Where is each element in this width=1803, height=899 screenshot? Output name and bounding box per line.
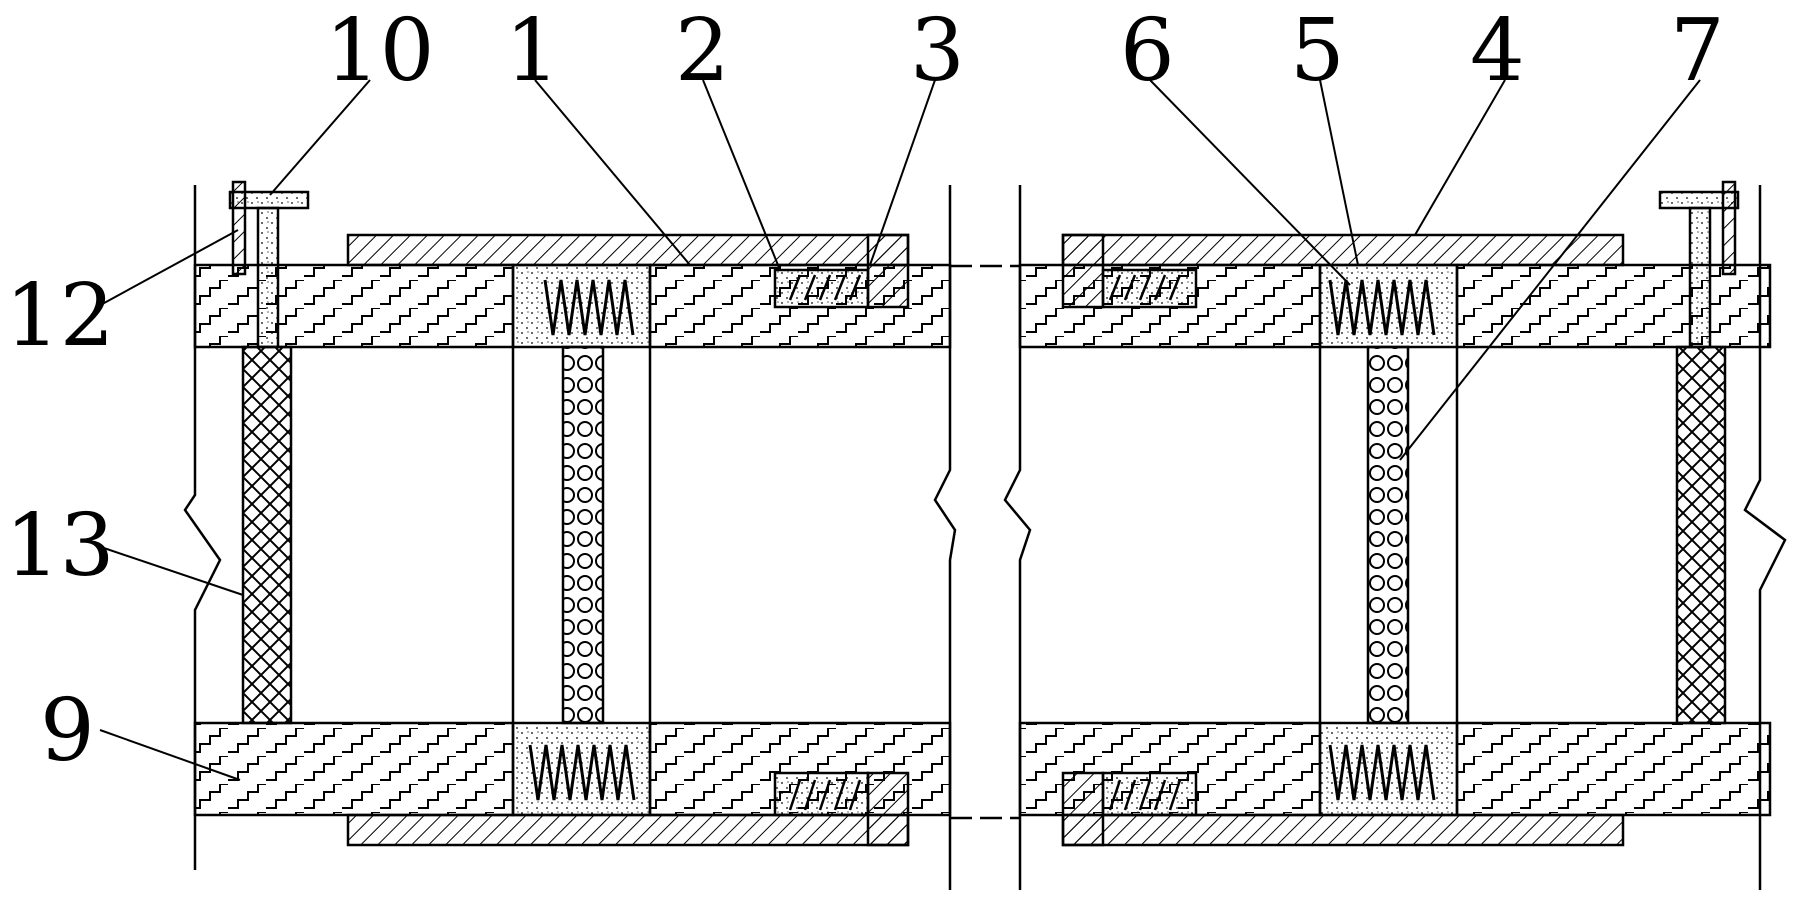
label-9: 9 xyxy=(40,681,95,781)
top-spring-right xyxy=(1328,279,1436,336)
crosshatch-post-left xyxy=(241,345,293,725)
label-5: 5 xyxy=(1290,1,1345,101)
small-coils-bottom xyxy=(788,779,1182,811)
leader-lines xyxy=(94,79,1701,781)
mid-right-wall-line xyxy=(1003,185,1032,890)
perforated-rod-left xyxy=(561,345,605,725)
label-12: 12 xyxy=(5,266,114,366)
top-spring-left xyxy=(543,279,635,336)
label-13: 13 xyxy=(5,496,114,596)
t-pin-right xyxy=(1658,180,1740,349)
right-wall-line xyxy=(1743,185,1787,890)
small-coils-top xyxy=(788,274,1182,301)
bottom-cover-right xyxy=(1061,771,1625,847)
label-10: 10 xyxy=(325,1,434,101)
label-3: 3 xyxy=(910,1,965,101)
bottom-spring-right xyxy=(1328,744,1436,801)
t-pin-left xyxy=(228,180,310,349)
vertical-guides xyxy=(511,347,1459,723)
label-7: 7 xyxy=(1670,1,1725,101)
label-1: 1 xyxy=(505,1,560,101)
bottom-spring-left xyxy=(528,744,636,801)
top-cover-right xyxy=(1061,233,1625,309)
wall-outlines xyxy=(183,185,1787,890)
left-wall-line xyxy=(183,185,222,870)
label-4: 4 xyxy=(1470,1,1525,101)
perforated-rod-right xyxy=(1366,345,1410,725)
mid-left-wall-line xyxy=(933,185,957,890)
crosshatch-post-right xyxy=(1675,345,1727,725)
top-cover-left xyxy=(346,233,910,309)
label-6: 6 xyxy=(1120,1,1175,101)
label-2: 2 xyxy=(675,1,730,101)
